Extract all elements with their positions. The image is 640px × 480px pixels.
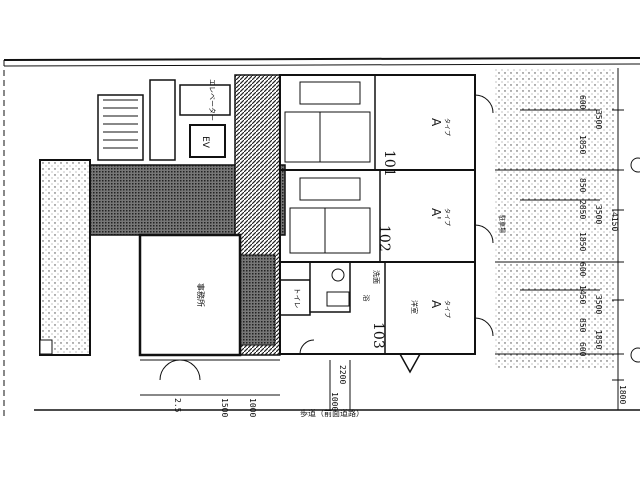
unit-103-room-label: 洋室 <box>410 300 419 314</box>
unit-103-type-suffix: タイプ <box>443 300 451 318</box>
dim-d11: 3500 <box>594 295 603 314</box>
dim-bottom-b: 1000 <box>330 392 339 411</box>
svg-text:洗面: 洗面 <box>372 270 381 284</box>
dim-d7: 2850 <box>578 200 587 219</box>
dim-d15: 1800 <box>618 385 627 404</box>
corridor-hatch-low <box>239 254 276 346</box>
unit-103-type: A <box>429 300 443 309</box>
service-rooms: トイレ 浴 洗面 <box>279 261 381 316</box>
parking-lot: 駐車場 <box>495 68 615 368</box>
site-boundary <box>3 57 640 420</box>
dim-bottom-c: 2200 <box>338 365 347 384</box>
dim-bottom-d: 1500 <box>220 398 229 417</box>
unit-101-type-suffix: タイプ <box>443 118 451 136</box>
dim-d9: 600 <box>578 262 587 277</box>
dim-d8: 1850 <box>578 232 587 251</box>
unit-103 <box>279 261 494 374</box>
road-label: 歩道（前面道路） <box>300 408 364 418</box>
svg-text:EV: EV <box>200 136 210 149</box>
unit-103-number: 103 <box>370 322 386 349</box>
dimension-chain-right <box>612 68 640 410</box>
unit-102-number: 102 <box>376 225 392 252</box>
unit-102-type: A' <box>429 208 443 220</box>
parking-zone-left <box>39 159 91 356</box>
svg-text:浴: 浴 <box>362 295 371 302</box>
unit-102-type-suffix: タイプ <box>443 208 451 226</box>
office-room: 事務所 <box>138 233 242 357</box>
svg-text:事務所: 事務所 <box>196 283 206 307</box>
dim-d6: 4150 <box>610 212 619 231</box>
dim-d10: 1450 <box>578 285 587 304</box>
dim-d12: 850 <box>578 318 587 333</box>
stair-area <box>97 79 176 161</box>
dim-d2: 600 <box>578 95 587 110</box>
svg-text:トイレ: トイレ <box>293 288 301 309</box>
dim-d13: 600 <box>578 342 587 357</box>
dim-d3: 1850 <box>578 135 587 154</box>
unit-101-number: 101 <box>381 150 397 177</box>
elevator: EV <box>189 124 226 158</box>
road-width-label: 2.5 <box>173 398 182 413</box>
unit-101-type: A <box>429 118 443 127</box>
svg-text:エレベーター: エレベーター <box>208 79 217 121</box>
dim-bottom-a: 1000 <box>248 398 257 417</box>
dim-d14: 1850 <box>594 330 603 349</box>
dim-d5: 3500 <box>594 205 603 224</box>
elevator-hall: エレベーター <box>179 79 231 121</box>
dim-d1: 3500 <box>594 110 603 129</box>
dim-d4: 850 <box>578 178 587 193</box>
entrance-area <box>140 359 351 410</box>
svg-text:駐車場: 駐車場 <box>498 215 506 233</box>
